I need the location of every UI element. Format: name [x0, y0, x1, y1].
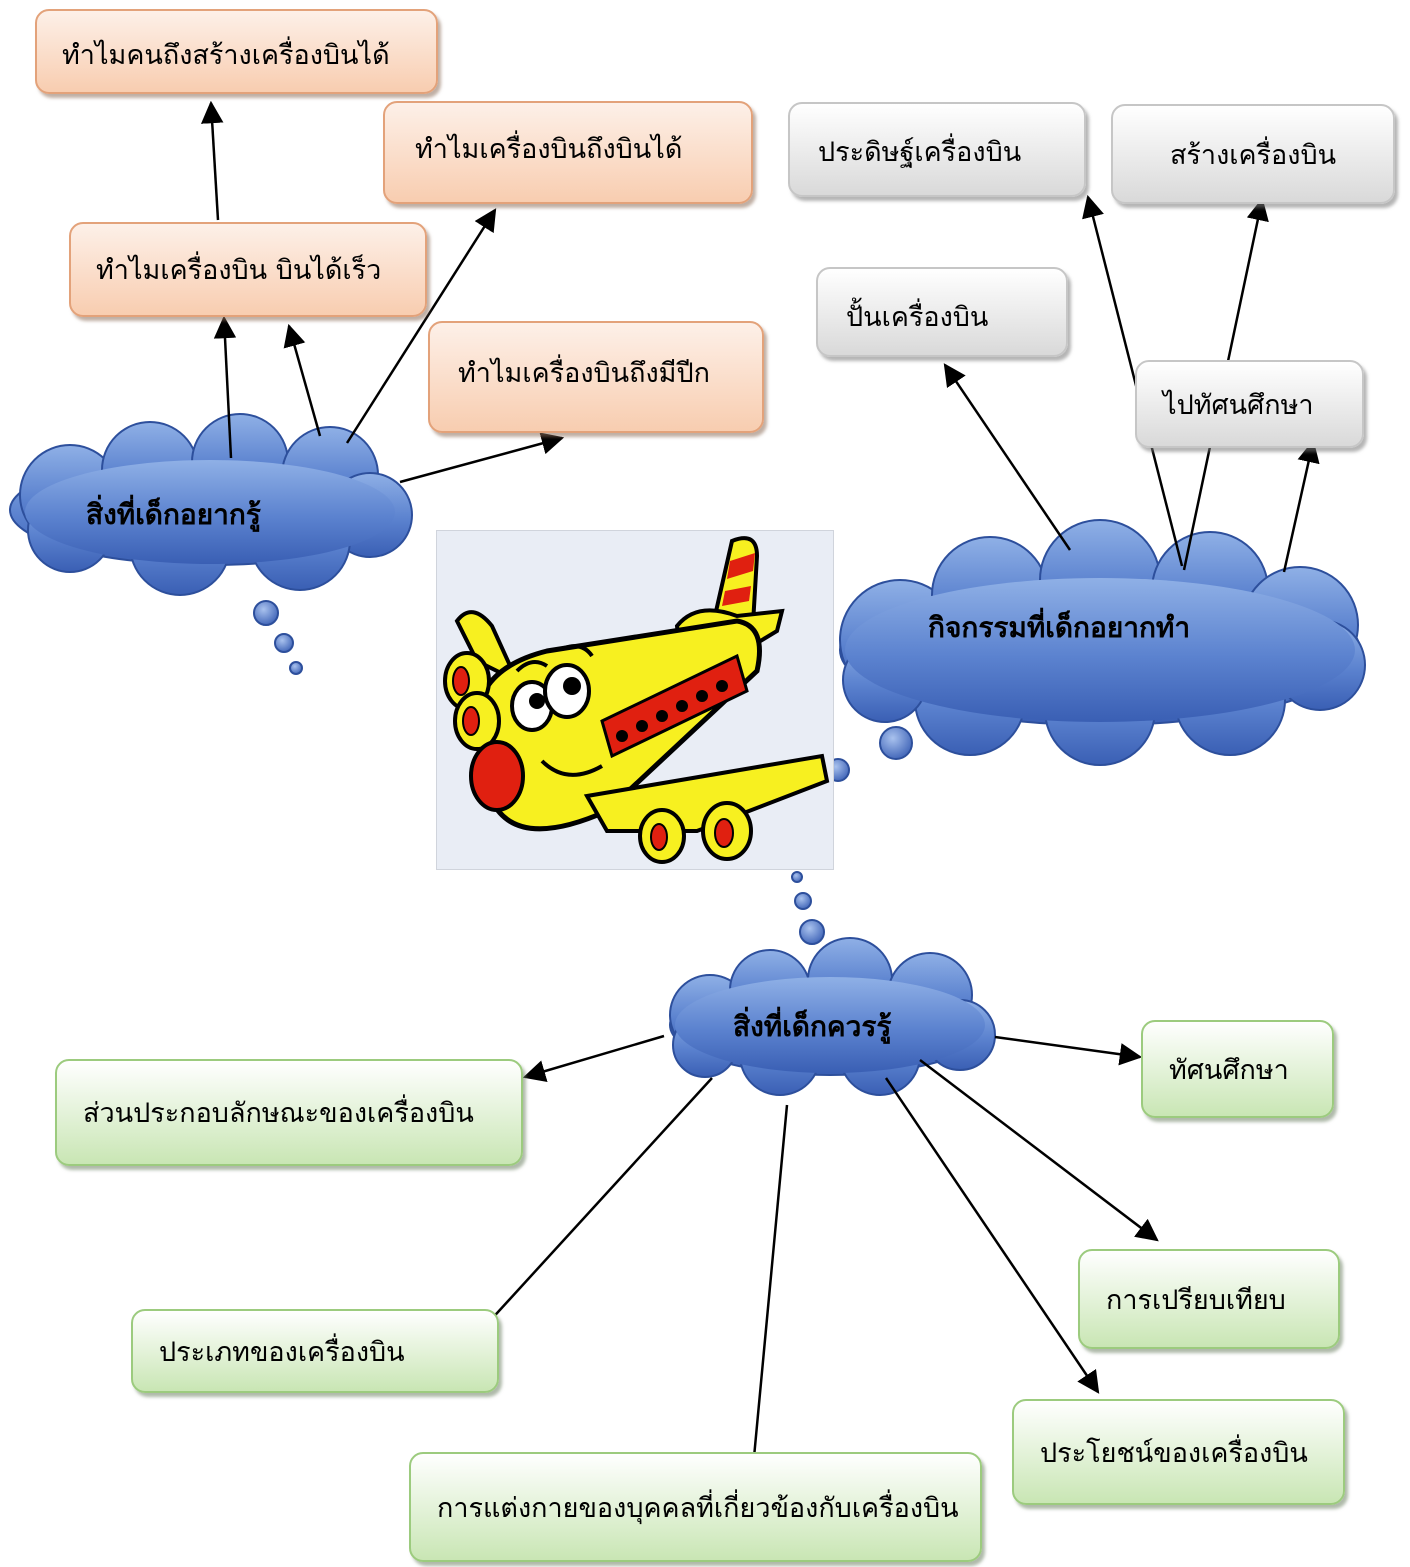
airplane-picture — [436, 530, 834, 870]
topic-label: ประเภทของเครื่องบิน — [159, 1336, 405, 1368]
cloud-label-should-know: สิ่งที่เด็กควรรู้ — [733, 1010, 892, 1043]
topic-label: ทัศนศึกษา — [1169, 1054, 1289, 1086]
question-label: ทำไมเครื่องบินถึงมีปีก — [458, 358, 710, 389]
cartoon-airplane-icon — [443, 536, 830, 864]
question-why-wings: ทำไมเครื่องบินถึงมีปีก — [428, 321, 764, 433]
activity-invent: ประดิษฐ์เครื่องบิน — [788, 102, 1086, 197]
topic-label: ส่วนประกอบลักษณะของเครื่องบิน — [83, 1098, 474, 1129]
activity-label: สร้างเครื่องบิน — [1169, 139, 1337, 171]
arrow-to-types — [475, 1077, 713, 1337]
arrow-to-mold — [943, 363, 1072, 551]
topic-components: ส่วนประกอบลักษณะของเครื่องบิน — [55, 1059, 523, 1166]
arrow-to-field-trip — [1282, 439, 1320, 573]
topic-label: การเปรียบเทียบ — [1106, 1284, 1286, 1316]
cloud-should-know — [669, 871, 996, 1096]
question-label: ทำไมเครื่องบิน บินได้เร็ว — [96, 255, 382, 286]
topic-label: การแต่งกายของบุคคลที่เกี่ยวข้องกับเครื่อ… — [437, 1492, 959, 1524]
topic-comparison: การเปรียบเทียบ — [1078, 1249, 1340, 1349]
topic-dress: การแต่งกายของบุคคลที่เกี่ยวข้องกับเครื่อ… — [409, 1452, 982, 1562]
arrow-to-dress — [740, 1104, 789, 1503]
activity-label: ปั้นเครื่องบิน — [846, 302, 989, 333]
question-how-people-build: ทำไมคนถึงสร้างเครื่องบินได้ — [35, 9, 438, 94]
arrow-to-why-fly — [345, 208, 497, 444]
line-to-why-fast — [213, 315, 237, 459]
arrows — [200, 100, 1320, 1503]
arrow-to-how-people-build — [200, 100, 224, 221]
topic-label: ประโยชน์ของเครื่องบิน — [1040, 1437, 1308, 1469]
topic-benefits: ประโยชน์ของเครื่องบิน — [1012, 1399, 1345, 1505]
question-label: ทำไมคนถึงสร้างเครื่องบินได้ — [62, 40, 390, 71]
question-why-fast: ทำไมเครื่องบิน บินได้เร็ว — [69, 222, 427, 317]
arrow-to-components — [522, 1034, 665, 1083]
cloud-want-to-do — [779, 519, 1366, 803]
activity-label: ประดิษฐ์เครื่องบิน — [818, 137, 1022, 168]
cloud-label-want-to-do: กิจกรรมที่เด็กอยากทำ — [928, 611, 1191, 644]
arrow-to-field-trip-topic — [994, 1035, 1143, 1066]
activity-field-trip: ไปทัศนศึกษา — [1135, 360, 1364, 448]
topic-field-trip: ทัศนศึกษา — [1141, 1020, 1334, 1118]
activity-mold: ปั้นเครื่องบิน — [816, 267, 1068, 357]
question-label: ทำไมเครื่องบินถึงบินได้ — [415, 134, 683, 165]
arrow-up-why-fast — [283, 323, 322, 437]
topic-types: ประเภทของเครื่องบิน — [131, 1309, 499, 1393]
cloud-label-want-to-know: สิ่งที่เด็กอยากรู้ — [86, 498, 261, 531]
question-why-fly: ทำไมเครื่องบินถึงบินได้ — [383, 101, 753, 204]
activity-label: ไปทัศนศึกษา — [1163, 389, 1314, 421]
activity-build: สร้างเครื่องบิน — [1111, 104, 1395, 204]
cloud-want-to-know — [9, 413, 413, 675]
arrow-to-benefits — [884, 1077, 1100, 1394]
arrow-to-why-wings — [399, 432, 565, 484]
arrow-to-comparison — [919, 1059, 1159, 1242]
